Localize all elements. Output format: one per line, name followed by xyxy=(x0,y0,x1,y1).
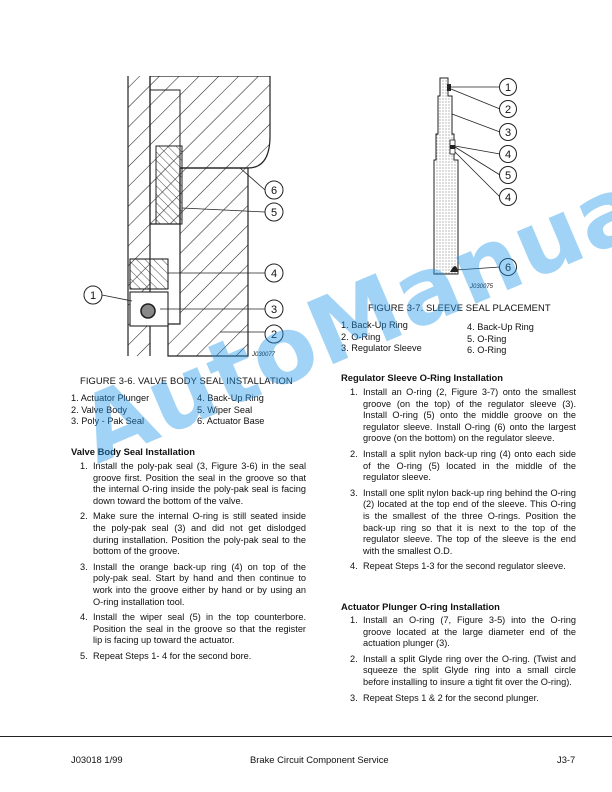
list-item: 4.Repeat Steps 1-3 for the second regula… xyxy=(350,561,566,572)
list-item: 2.Make sure the internal O-ring is still… xyxy=(80,511,306,557)
footer-page-number: J3-7 xyxy=(557,754,576,765)
figure-3-7-legend-left: 1. Back-Up Ring 2. O-Ring 3. Regulator S… xyxy=(341,320,422,355)
legend-item: 1. Actuator Plunger xyxy=(71,393,150,403)
callout-5: 5 xyxy=(271,207,277,219)
sleeve-seal-diagram: 1 2 3 4 5 4 6 xyxy=(433,77,517,276)
list-item: 1.Install the poly-pak seal (3, Figure 3… xyxy=(80,461,306,506)
legend-item: 5. O-Ring xyxy=(467,333,507,344)
svg-text:5: 5 xyxy=(505,170,511,182)
legend-item: 4. Back-Up Ring xyxy=(197,393,264,403)
legend-item: 6. O-Ring xyxy=(467,345,507,356)
legend-item: 5. Wiper Seal xyxy=(197,404,253,415)
regulator-sleeve-steps: 1.Install an O-ring (2, Figure 3-7) onto… xyxy=(341,387,576,577)
list-item: 3.Install one split nylon back-up ring b… xyxy=(350,487,576,556)
list-item: 1.Install an O-ring (2, Figure 3-7) onto… xyxy=(350,387,576,444)
figure-3-6-code: J030077 xyxy=(252,352,276,358)
callout-3: 3 xyxy=(271,304,277,316)
figure-3-7-legend-right: 4. Back-Up Ring 5. O-Ring 6. O-Ring xyxy=(467,322,534,357)
callout-1: 1 xyxy=(90,290,96,302)
footer-doc-code: J03018 1/99 xyxy=(71,754,123,765)
legend-item: 2. Valve Body xyxy=(71,404,128,415)
legend-item: 4. Back-Up Ring xyxy=(467,322,534,332)
figure-3-7-code: J030075 xyxy=(470,284,494,290)
actuator-plunger-heading: Actuator Plunger O-ring Installation xyxy=(341,601,500,612)
svg-text:1: 1 xyxy=(505,82,511,94)
callout-6: 6 xyxy=(271,185,277,197)
footer-title: Brake Circuit Component Service xyxy=(250,754,389,765)
legend-item: 6. Actuator Base xyxy=(197,416,265,427)
svg-text:3: 3 xyxy=(505,127,511,139)
list-item: 5.Repeat Steps 1- 4 for the second bore. xyxy=(80,650,252,661)
list-item: 3.Repeat Steps 1 & 2 for the second plun… xyxy=(350,692,539,703)
legend-item: 2. O-Ring xyxy=(341,331,381,342)
list-item: 2.Install a split Glyde ring over the O-… xyxy=(350,653,576,687)
svg-text:6: 6 xyxy=(505,262,511,274)
svg-text:4: 4 xyxy=(505,192,511,204)
figure-3-6-caption: FIGURE 3-6. VALVE BODY SEAL INSTALLATION xyxy=(80,375,293,386)
legend-item: 3. Poly - Pak Seal xyxy=(71,416,145,427)
svg-text:4: 4 xyxy=(505,149,511,161)
valve-body-steps: 1.Install the poly-pak seal (3, Figure 3… xyxy=(71,461,306,667)
valve-body-heading: Valve Body Seal Installation xyxy=(71,446,196,457)
valve-body-seal-diagram: 1 2 3 4 5 6 xyxy=(83,76,284,357)
regulator-sleeve-heading: Regulator Sleeve O-Ring Installation xyxy=(341,372,504,383)
legend-item: 3. Regulator Sleeve xyxy=(341,343,422,354)
callout-2: 2 xyxy=(271,329,277,341)
list-item: 2.Install a split nylon back-up ring (4)… xyxy=(350,448,576,483)
svg-text:2: 2 xyxy=(505,104,511,116)
figure-3-7-caption: FIGURE 3-7. SLEEVE SEAL PLACEMENT xyxy=(368,302,551,313)
legend-item: 1. Back-Up Ring xyxy=(341,320,408,330)
callout-4: 4 xyxy=(271,268,277,280)
list-item: 3.Install the orange back-up ring (4) on… xyxy=(80,561,306,607)
figure-3-6-legend-left: 1. Actuator Plunger 2. Valve Body 3. Pol… xyxy=(71,393,149,428)
list-item: 4.Install the wiper seal (5) in the top … xyxy=(80,612,306,646)
footer-rule xyxy=(0,736,612,737)
figure-3-6-legend-right: 4. Back-Up Ring 5. Wiper Seal 6. Actuato… xyxy=(197,393,264,428)
list-item: 1.Install an O-ring (7, Figure 3-5) into… xyxy=(350,615,576,649)
actuator-plunger-steps: 1.Install an O-ring (7, Figure 3-5) into… xyxy=(341,615,576,708)
